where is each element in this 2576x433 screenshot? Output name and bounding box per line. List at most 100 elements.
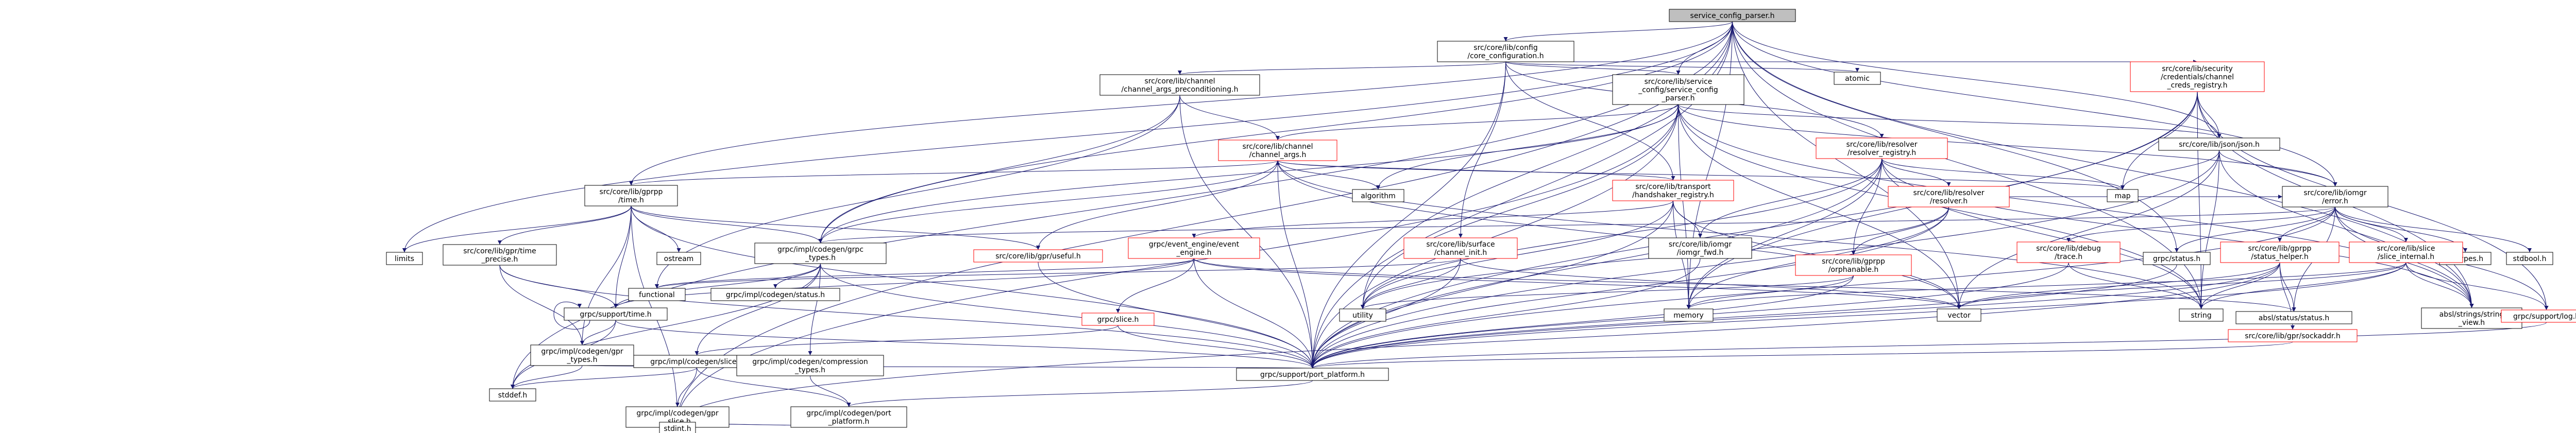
- edge-handshaker-to-event_engine: [1192, 200, 1673, 238]
- node-slice-internal[interactable]: src/core/lib/slice/slice_internal.h: [2349, 241, 2463, 263]
- node-debug-trace[interactable]: src/core/lib/debug/trace.h: [2016, 241, 2121, 263]
- node-label: src/core/lib/slice: [2377, 245, 2435, 253]
- node-json[interactable]: src/core/lib/json/json.h: [2158, 137, 2280, 151]
- edge-svc_config_parser-to-memory: [1678, 104, 1691, 309]
- node-label: src/core/lib/gpr/useful.h: [995, 252, 1081, 261]
- edge-slice_internal-to-vector: [1957, 262, 2406, 309]
- node-ostream[interactable]: ostream: [656, 252, 701, 265]
- node-label: stdbool.h: [2513, 255, 2547, 263]
- node-atomic[interactable]: atomic: [1834, 72, 1881, 85]
- edge-iomgr_error-to-stdbool: [2335, 206, 2532, 253]
- node-label: src/core/lib/channel: [1145, 77, 1215, 85]
- node-label: _types.h: [567, 356, 598, 364]
- edge-grpc_types-to-codegen_status: [773, 263, 821, 289]
- edge-cred_registry-to-json: [2197, 91, 2222, 138]
- node-event-engine[interactable]: grpc/event_engine/event_engine.h: [1128, 237, 1260, 259]
- edge-root-to-vector: [1732, 21, 1961, 309]
- node-label: grpc/impl/codegen/status.h: [726, 291, 825, 299]
- node-grpc-types[interactable]: grpc/impl/codegen/grpc_types.h: [754, 243, 887, 264]
- edge-slice_h-to-codegen_slice: [694, 325, 1118, 356]
- node-label: /channel_args_preconditioning.h: [1121, 85, 1238, 94]
- node-channel-args[interactable]: src/core/lib/channel/channel_args.h: [1218, 140, 1337, 161]
- node-label: vector: [1947, 311, 1971, 320]
- node-grpc-status[interactable]: grpc/status.h: [2143, 252, 2211, 265]
- edge-status_helper-to-vector: [1957, 262, 2280, 309]
- node-stddef[interactable]: stddef.h: [489, 388, 536, 402]
- node-resolver[interactable]: src/core/lib/resolver/resolver.h: [1888, 186, 2010, 207]
- edge-core_config-to-atomic: [1505, 61, 1859, 73]
- node-memory[interactable]: memory: [1664, 308, 1714, 322]
- node-label: memory: [1673, 311, 1704, 320]
- node-label: /slice_internal.h: [2378, 253, 2434, 261]
- node-functional[interactable]: functional: [628, 288, 686, 301]
- edge-resolver-to-port_platform: [1310, 206, 1949, 369]
- edge-codegen_slice-to-codegen_port: [697, 367, 851, 407]
- node-iomgr-fwd[interactable]: src/core/lib/iomgr/iomgr_fwd.h: [1648, 237, 1752, 259]
- node-gpr-time[interactable]: src/core/lib/gprpp/time.h: [584, 185, 678, 206]
- node-layer: service_config_parser.hsrc/core/lib/conf…: [386, 9, 2576, 433]
- node-label: /time.h: [618, 196, 644, 204]
- edge-event_engine-to-functional: [655, 258, 1194, 289]
- node-status-helper[interactable]: src/core/lib/gprpp/status_helper.h: [2220, 241, 2340, 263]
- edge-core_config-to-handshaker: [1505, 61, 1675, 181]
- edge-port_platform-to-codegen_port: [846, 380, 1313, 407]
- node-limits[interactable]: limits: [386, 252, 423, 265]
- edge-event_engine-to-port_platform: [1194, 258, 1315, 369]
- node-label: functional: [639, 291, 675, 299]
- node-handshaker[interactable]: src/core/lib/transport/handshaker_regist…: [1612, 180, 1734, 201]
- node-vector[interactable]: vector: [1937, 308, 1981, 322]
- node-label: _precise.h: [481, 255, 518, 264]
- node-iomgr-error[interactable]: src/core/lib/iomgr/error.h: [2282, 186, 2388, 207]
- node-label: src/core/lib/gprpp: [600, 188, 663, 196]
- node-channel-init[interactable]: src/core/lib/surface/channel_init.h: [1403, 237, 1518, 259]
- edge-gpr_types-to-stddef: [511, 365, 583, 389]
- node-channel-args-pre[interactable]: src/core/lib/channel/channel_args_precon…: [1099, 74, 1260, 96]
- node-gpr-time-precise[interactable]: src/core/lib/gpr/time_precise.h: [443, 244, 557, 266]
- edge-support_time-to-port_platform: [615, 320, 1315, 369]
- node-codegen-port[interactable]: grpc/impl/codegen/port_platform.h: [790, 406, 907, 428]
- node-svc-config-parser[interactable]: src/core/lib/service_config/service_conf…: [1612, 74, 1744, 105]
- node-useful[interactable]: src/core/lib/gpr/useful.h: [973, 249, 1103, 263]
- node-core-config[interactable]: src/core/lib/config/core_configuration.h: [1437, 41, 1574, 62]
- edge-support_log-to-port_platform: [1310, 322, 2547, 369]
- node-label: src/core/lib/config: [1473, 44, 1537, 52]
- node-gpr-types[interactable]: grpc/impl/codegen/gpr_types.h: [530, 344, 634, 366]
- edge-orphanable-to-utility: [1361, 275, 1854, 309]
- node-label: absl/status/status.h: [2259, 314, 2329, 322]
- node-sockaddr[interactable]: src/core/lib/gpr/sockaddr.h: [2228, 329, 2358, 342]
- node-stdint[interactable]: stdint.h: [659, 422, 696, 433]
- node-support-time[interactable]: grpc/support/time.h: [564, 307, 668, 321]
- node-resolver-registry[interactable]: src/core/lib/resolver/resolver_registry.…: [1816, 137, 1948, 159]
- node-utility[interactable]: utility: [1339, 308, 1386, 322]
- node-stdbool[interactable]: stdbool.h: [2506, 252, 2553, 265]
- node-orphanable[interactable]: src/core/lib/gprpp/orphanable.h: [1795, 254, 1912, 276]
- node-label: src/core/lib/channel: [1243, 143, 1313, 151]
- edge-gpr_time_precise-to-gpr_types: [499, 265, 584, 345]
- edge-handshaker-to-port_platform: [1310, 200, 1673, 369]
- node-algorithm[interactable]: algorithm: [1352, 189, 1404, 202]
- node-support-log[interactable]: grpc/support/log.h: [2501, 309, 2576, 323]
- node-map[interactable]: map: [2107, 189, 2139, 202]
- node-compression-types[interactable]: grpc/impl/codegen/compression_types.h: [736, 355, 884, 376]
- node-label: src/core/lib/surface: [1426, 240, 1495, 249]
- node-label: _platform.h: [828, 418, 870, 426]
- node-label: grpc/impl/codegen/port: [806, 409, 891, 418]
- edge-svc_config_parser-to-json: [1678, 104, 2222, 138]
- edge-event_engine-to-absl_status: [1194, 258, 2296, 312]
- node-slice-h[interactable]: grpc/slice.h: [1081, 313, 1155, 326]
- edge-codegen_slice-to-gpr_slice: [675, 367, 697, 407]
- edge-gpr_time-to-support_time: [614, 205, 632, 308]
- edge-core_config-to-svc_config_parser: [1505, 61, 1681, 75]
- node-string[interactable]: string: [2179, 308, 2224, 322]
- node-absl-status[interactable]: absl/status/status.h: [2235, 311, 2352, 324]
- node-label: grpc/impl/codegen/compression: [752, 358, 868, 366]
- node-cred-registry[interactable]: src/core/lib/security/credentials/channe…: [2130, 61, 2265, 92]
- node-port-platform[interactable]: grpc/support/port_platform.h: [1236, 368, 1389, 381]
- node-label: stdint.h: [664, 425, 691, 433]
- edge-handshaker-to-channel_args: [1276, 160, 1673, 181]
- node-label: atomic: [1845, 75, 1870, 83]
- edge-svc_config_parser-to-utility: [1361, 104, 1679, 309]
- edge-slice_internal-to-memory: [1686, 262, 2406, 309]
- edge-support_time-to-gpr_types: [580, 320, 616, 345]
- node-codegen-status[interactable]: grpc/impl/codegen/status.h: [710, 288, 840, 301]
